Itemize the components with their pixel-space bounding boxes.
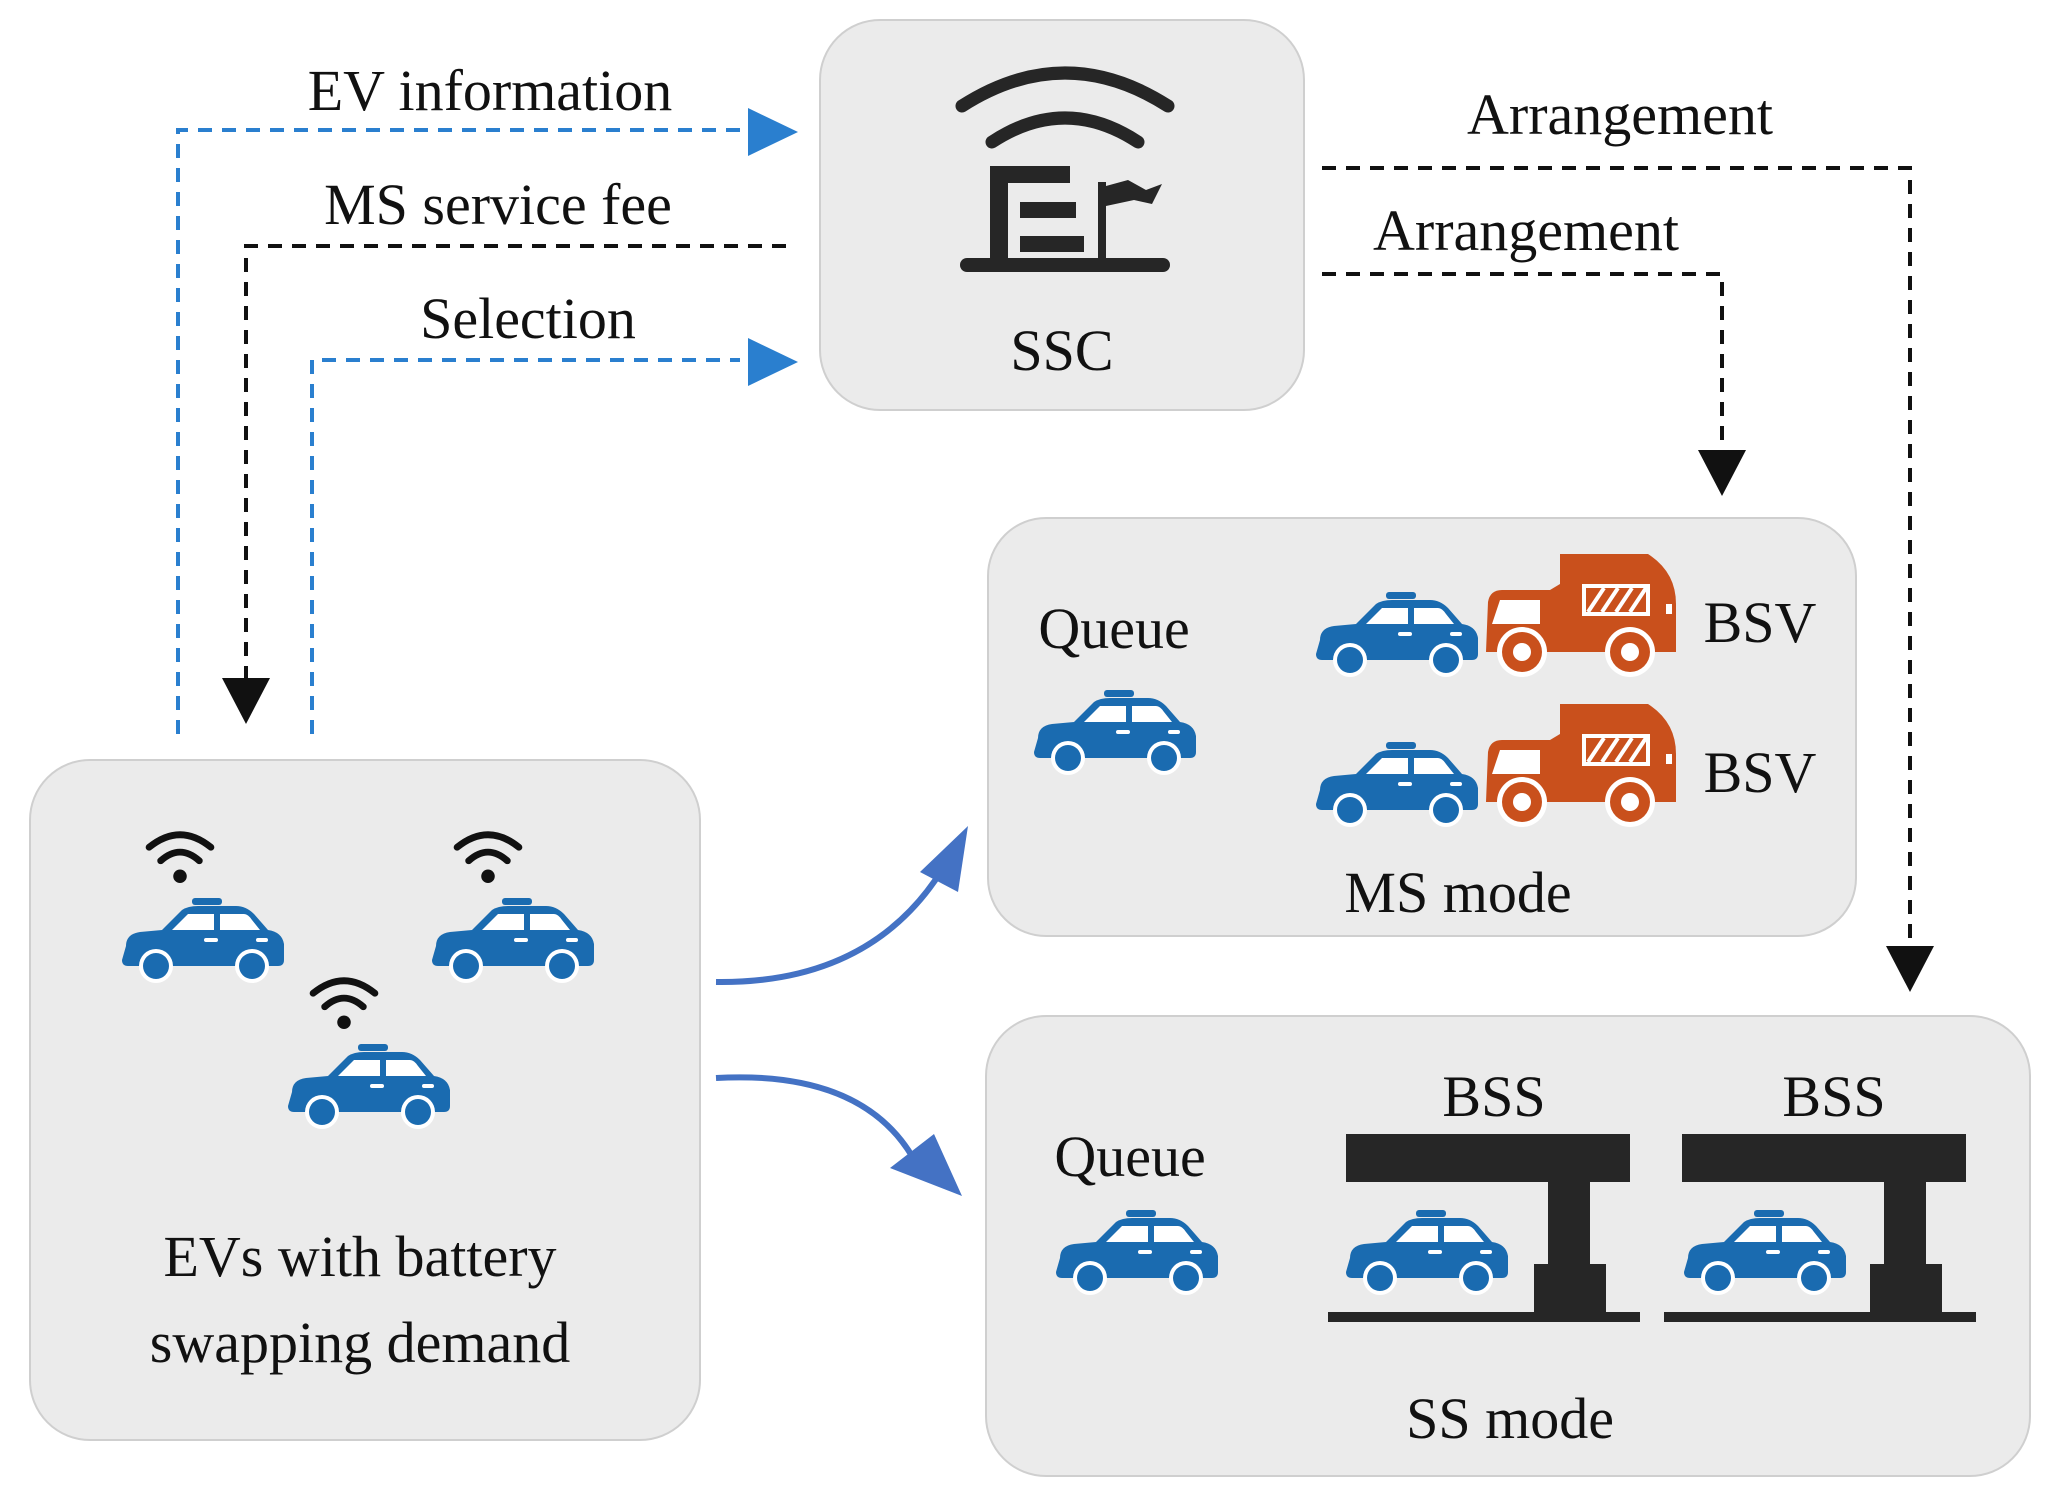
ev-information-label: EV information	[308, 58, 673, 123]
ev-information-arrow	[176, 108, 798, 734]
to-ss-mode-arrow	[715, 1074, 962, 1196]
ev-group-label-line1: EVs with battery	[163, 1224, 556, 1289]
station-icon	[955, 66, 1175, 272]
arrangement-ms-label: Arrangement	[1373, 198, 1679, 263]
arrangement-ss-arrow	[1322, 166, 1934, 992]
bsv-label-1: BSV	[1704, 590, 1817, 655]
bss-label-2: BSS	[1782, 1064, 1885, 1129]
bss-station-2	[1664, 1134, 1976, 1322]
ev-group-label-line2: swapping demand	[150, 1310, 570, 1375]
ssc-label: SSC	[1010, 318, 1113, 383]
ss-queue-label: Queue	[1054, 1124, 1205, 1189]
bsv-label-2: BSV	[1704, 740, 1817, 805]
ss-mode-box	[985, 1015, 2031, 1477]
ms-service-fee-label: MS service fee	[324, 172, 672, 237]
ms-mode-label: MS mode	[1344, 860, 1571, 925]
arrangement-ms-arrow	[1322, 272, 1746, 496]
ms-service-fee-arrow	[222, 244, 786, 724]
bss-station-1	[1328, 1134, 1640, 1322]
ms-queue-label: Queue	[1038, 596, 1189, 661]
arrangement-ss-label: Arrangement	[1467, 82, 1773, 147]
bss-label-1: BSS	[1442, 1064, 1545, 1129]
ss-mode-label: SS mode	[1406, 1386, 1614, 1451]
to-ms-mode-arrow	[715, 826, 968, 986]
selection-label: Selection	[420, 286, 636, 351]
selection-arrow	[310, 338, 798, 734]
